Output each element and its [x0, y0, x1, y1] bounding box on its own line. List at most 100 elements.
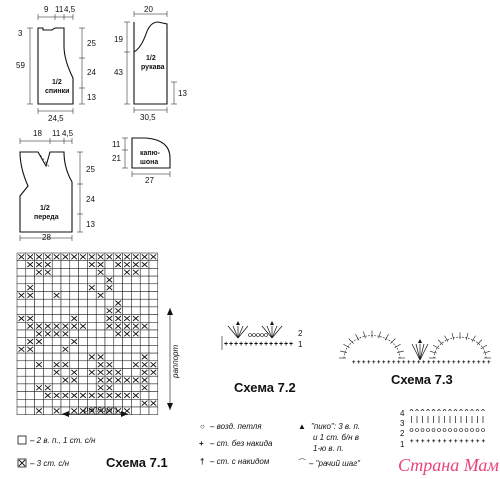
- grid-cell-empty: [25, 306, 35, 315]
- grid-cell-empty: [139, 268, 150, 277]
- grid-cross-mark: [35, 254, 43, 260]
- grid-cell-empty: [87, 322, 97, 331]
- grid-cell-empty: [16, 329, 27, 338]
- grid-cross-mark: [123, 331, 131, 337]
- chain-mark: [248, 333, 252, 337]
- grid-cross-mark: [97, 261, 104, 268]
- grid-cross-mark: [53, 331, 60, 337]
- fan-stitch: [261, 325, 273, 339]
- sc-mark: +: [279, 341, 283, 348]
- chain-mark: [252, 333, 256, 337]
- grid-cell-empty: [69, 275, 79, 285]
- back-right-dim-2: 24: [87, 68, 96, 77]
- sc-mark: +: [443, 439, 447, 445]
- chain-mark: [453, 428, 458, 432]
- grid-cell-empty: [34, 283, 44, 292]
- grid-cell-empty: [113, 360, 123, 369]
- grid-cross-mark: [53, 254, 60, 260]
- dc-spoke: [465, 333, 469, 340]
- grid-cross-mark: [141, 384, 148, 391]
- chain-mark: [426, 428, 430, 432]
- grid-cell-empty: [16, 275, 27, 285]
- sc-mark: +: [254, 341, 258, 348]
- grid-cell-empty: [122, 399, 132, 408]
- grid-cross-mark: [71, 315, 78, 322]
- grid-cell-empty: [34, 291, 44, 300]
- fan-stitch: [232, 325, 239, 339]
- grid-cross-mark: [115, 377, 122, 383]
- grid-cell-empty: [148, 391, 159, 400]
- grid-cell-empty: [113, 383, 123, 392]
- grid-cross-mark: [18, 254, 25, 260]
- grid-cell-empty: [148, 406, 159, 415]
- sleeve-left-dim-1: 19: [114, 35, 123, 44]
- grid-cell-empty: [78, 291, 88, 300]
- grid-cell-empty: [148, 329, 159, 338]
- pattern-hood: 11 21 27 капю- шона: [112, 137, 171, 185]
- grid-cell-empty: [78, 329, 88, 338]
- front-top-dim-3: 4,5: [62, 129, 74, 138]
- hood-label-1: капю-: [140, 150, 161, 157]
- grid-cell-empty: [34, 368, 44, 377]
- grid-cell-empty: [25, 391, 35, 400]
- grid-cross-mark: [123, 261, 131, 268]
- grid-cell-empty: [69, 306, 79, 315]
- grid-cell-empty: [51, 275, 62, 285]
- grid-cell-empty: [122, 337, 132, 346]
- chain-mark: [260, 333, 264, 337]
- grid-cell-empty: [148, 283, 159, 292]
- sc-mark: +: [477, 360, 481, 366]
- grid-cross-mark: [132, 269, 139, 276]
- grid-cell-empty: [87, 329, 97, 338]
- grid-cell-empty: [122, 275, 132, 285]
- grid-cross-mark: [27, 261, 34, 268]
- grid-cell-empty: [87, 375, 97, 385]
- watermark-logo: Страна Мам: [398, 455, 499, 475]
- grid-cell-empty: [131, 283, 141, 292]
- grid-cross-mark: [79, 254, 87, 260]
- scheme-7-4-drawing: ++++++++++++++: [409, 409, 486, 445]
- grid-cross-mark: [150, 400, 157, 406]
- back-top-dim-1: 9: [44, 5, 49, 14]
- grid-cross-mark: [62, 346, 69, 353]
- grid-cell-empty: [122, 383, 132, 392]
- grid-cross-mark: [71, 369, 78, 376]
- grid-cell-empty: [87, 345, 97, 354]
- scheme-7-1-grid: [16, 252, 159, 415]
- dc-spoke: [471, 335, 476, 342]
- grid-cell-empty: [104, 345, 115, 354]
- grid-cell-empty: [16, 352, 27, 362]
- grid-cross-mark: [132, 392, 139, 399]
- grid-cell-empty: [122, 306, 132, 315]
- grid-cell-empty: [78, 368, 88, 377]
- grid-cell-empty: [148, 345, 159, 354]
- grid-cross-mark: [106, 384, 113, 391]
- sc-mark: +: [352, 360, 356, 366]
- sc-mark: +: [402, 360, 406, 366]
- grid-cell-empty: [95, 337, 106, 346]
- grid-cross-mark: [141, 400, 148, 406]
- chain-arc: [343, 335, 401, 359]
- sc-mark: +: [410, 439, 414, 445]
- dc-spoke: [433, 344, 440, 349]
- grid-cell-empty: [25, 298, 35, 308]
- grid-cell-empty: [78, 314, 88, 323]
- dc-spoke: [437, 339, 444, 345]
- grid-cross-mark: [106, 254, 113, 260]
- chain-mark: [481, 428, 485, 432]
- back-label-fraction: 1/2: [52, 79, 62, 86]
- scheme-7-4: ++++++++++++++ 4 3 2 1: [400, 409, 486, 449]
- grid-cross-mark: [27, 254, 34, 260]
- grid-cell-empty: [104, 291, 115, 300]
- grid-cell-empty: [43, 406, 53, 415]
- grid-cross-mark: [62, 392, 69, 399]
- crab-stitch-mark: [409, 409, 414, 412]
- grid-cross-mark: [88, 261, 95, 268]
- chain-arc: [433, 336, 487, 359]
- grid-cell-empty: [139, 337, 150, 346]
- grid-cross-mark: [62, 331, 69, 337]
- grid-cell-empty: [16, 375, 27, 385]
- grid-cell-empty: [113, 275, 123, 285]
- grid-cell-empty: [43, 375, 53, 385]
- scheme-7-1: раппорт раппорт Схема 7.1: [16, 252, 180, 470]
